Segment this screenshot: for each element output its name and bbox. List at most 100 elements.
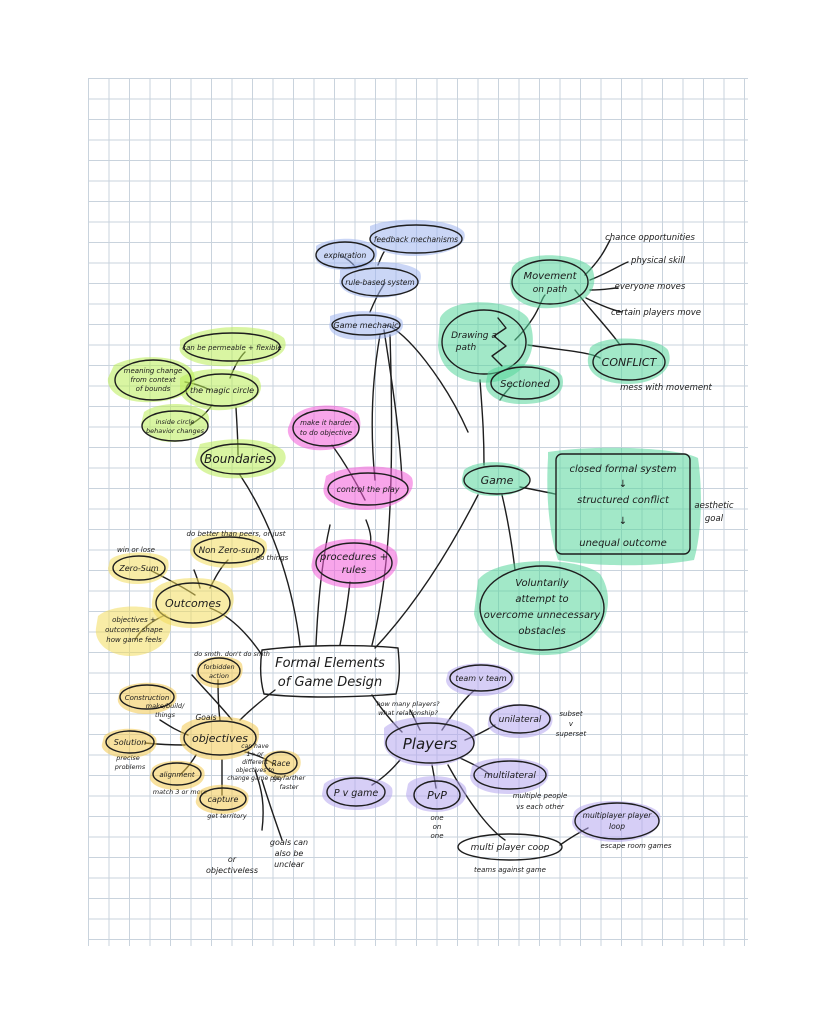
voluntary-line-1: Voluntarily xyxy=(515,578,570,589)
node-boundaries[interactable] xyxy=(200,443,276,475)
center-cluster: Formal Elements of Game Design xyxy=(259,644,401,698)
highlight-permeable xyxy=(179,327,286,367)
drawing-line-1: Drawing a xyxy=(451,331,497,341)
node-construction[interactable] xyxy=(119,684,175,710)
movement-line-1: Movement xyxy=(524,271,578,282)
node-nonzero-sum[interactable] xyxy=(193,536,265,564)
definition-note-2: goal xyxy=(705,514,724,524)
nonzero-note-1: do better than peers, or just xyxy=(187,530,286,538)
highlight-voluntary xyxy=(474,561,608,656)
defined-note-5: change game play xyxy=(227,775,283,782)
movement-item-3: everyone moves xyxy=(615,282,686,292)
pvp-label: PvP xyxy=(427,789,447,802)
coop-note: teams against game xyxy=(474,866,546,874)
node-multiplayer-loop[interactable] xyxy=(574,802,660,840)
unilateral-label: unilateral xyxy=(499,715,542,725)
node-rule-based[interactable] xyxy=(341,267,419,297)
meaning-change-line-1: meaning change xyxy=(124,367,183,375)
highlight-multiplayer-loop xyxy=(572,800,661,842)
node-make-harder[interactable] xyxy=(292,409,360,447)
definition-line-2: structured conflict xyxy=(577,495,670,506)
race-note-2: faster xyxy=(280,783,300,791)
node-control-play[interactable] xyxy=(327,472,409,506)
highlight-exploration xyxy=(315,238,378,270)
highlight-control-play xyxy=(323,466,413,510)
highlight-drawing-path xyxy=(438,302,533,383)
coop-label: multi player coop xyxy=(471,843,550,853)
node-voluntary[interactable] xyxy=(479,565,605,651)
highlight-nonzero-sum xyxy=(190,531,268,568)
node-game-mechanic[interactable] xyxy=(331,314,401,336)
players-cluster: Players how many players? what relations… xyxy=(322,663,672,874)
movement-item-4: certain players move xyxy=(611,308,701,318)
race-label: Race xyxy=(272,759,291,768)
multilateral-note-2: vs each other xyxy=(516,803,565,811)
node-forbidden[interactable] xyxy=(197,657,241,685)
game-label: Game xyxy=(481,474,514,487)
race-note-1: go farther xyxy=(273,774,307,782)
definition-note-1: aesthetic xyxy=(694,501,734,511)
outcomes-cluster: Outcomes Zero-Sum win or lose Non Zero-s… xyxy=(95,530,289,656)
node-feedback[interactable] xyxy=(369,224,463,254)
node-pvgame[interactable] xyxy=(326,777,386,807)
boundaries-cluster: Boundaries the magic circle meaning chan… xyxy=(107,327,286,479)
sectioned-label: Sectioned xyxy=(500,379,550,390)
highlight-conflict xyxy=(587,338,670,384)
node-unilateral[interactable] xyxy=(489,704,551,734)
center-line-2: of Game Design xyxy=(278,675,382,690)
highlight-make-harder xyxy=(287,405,361,451)
node-game[interactable] xyxy=(463,465,531,495)
node-center[interactable] xyxy=(259,644,401,698)
node-procedures[interactable] xyxy=(315,542,393,584)
node-multilateral[interactable] xyxy=(473,760,547,790)
node-coop[interactable] xyxy=(457,833,563,861)
node-movement[interactable] xyxy=(511,259,589,305)
highlight-sectioned xyxy=(485,364,563,404)
objectiveless-note-2: objectiveless xyxy=(206,866,258,875)
conflict-note: mess with movement xyxy=(620,383,712,393)
node-solution[interactable] xyxy=(105,730,155,754)
node-outcomes[interactable] xyxy=(155,582,231,624)
highlight-procedures xyxy=(311,538,398,588)
node-objectives[interactable] xyxy=(183,720,257,756)
construction-label: Construction xyxy=(125,694,170,702)
node-exploration[interactable] xyxy=(315,241,375,269)
node-drawing-path[interactable] xyxy=(441,309,527,375)
node-permeable[interactable] xyxy=(183,332,281,362)
highlight-objectives-note xyxy=(95,606,171,656)
unclear-note-1: goals can xyxy=(270,838,308,847)
node-team[interactable] xyxy=(449,664,513,692)
unclear-note-2: also be xyxy=(275,849,304,858)
control-play-label: control the play xyxy=(336,485,399,494)
alignment-label: alignment xyxy=(159,771,195,779)
node-sectioned[interactable] xyxy=(490,366,560,400)
goals-note: Goals xyxy=(196,713,217,722)
objectives-label: objectives xyxy=(192,732,248,745)
alignment-note: match 3 or more xyxy=(153,788,208,796)
multilateral-note-1: multiple people xyxy=(513,792,568,800)
voluntary-line-3: overcome unnecessary xyxy=(484,610,601,621)
node-pvp[interactable] xyxy=(413,780,461,810)
feedback-label: feedback mechanisms xyxy=(374,235,458,244)
game-cluster: Game closed formal system ↓ structured c… xyxy=(438,233,734,656)
node-zero-sum[interactable] xyxy=(112,555,166,581)
highlight-multilateral xyxy=(470,758,549,794)
node-meaning-change[interactable] xyxy=(114,359,192,401)
capture-note: get territory xyxy=(207,812,247,820)
highlight-game-definition xyxy=(547,447,701,566)
forbidden-note: do smth. don't do smth xyxy=(194,650,270,658)
node-players[interactable] xyxy=(385,722,475,764)
forbidden-line-2: action xyxy=(209,672,229,680)
node-inside-circle[interactable] xyxy=(141,410,209,442)
multiplayer-loop-line-2: loop xyxy=(609,822,625,831)
objectives-note-line-3: how game feels xyxy=(106,636,162,644)
node-race[interactable] xyxy=(264,751,298,775)
node-game-definition[interactable] xyxy=(555,453,691,555)
procedures-line-1: procedures + xyxy=(319,552,388,563)
highlight-zero-sum xyxy=(108,552,169,584)
node-alignment[interactable] xyxy=(152,762,202,786)
inside-circle-line-1: inside circle xyxy=(156,418,195,426)
node-conflict[interactable] xyxy=(592,343,666,381)
node-capture[interactable] xyxy=(199,787,247,811)
